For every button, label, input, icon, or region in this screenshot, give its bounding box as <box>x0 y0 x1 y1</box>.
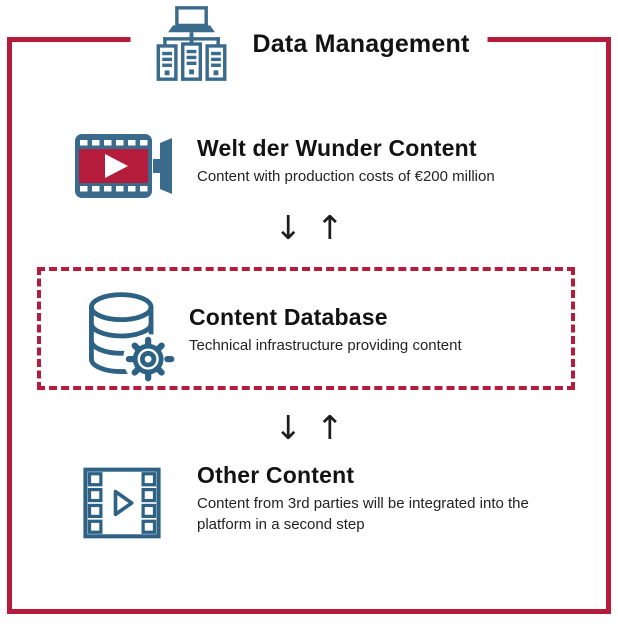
flow-row-welt-der-wunder: Welt der Wunder Content Content with pro… <box>197 134 495 187</box>
film-frame-play-icon <box>83 467 161 539</box>
content-database-highlight-box: Content Database Technical infrastructur… <box>37 267 575 390</box>
video-camera-icon <box>72 131 176 201</box>
row-title: Welt der Wunder Content <box>197 135 477 161</box>
diagram-header: Data Management <box>130 0 488 88</box>
row-title: Other Content <box>197 462 355 488</box>
up-arrow-icon: ↑ <box>316 208 344 247</box>
connector-arrows-bottom: ↓↑ <box>0 408 618 448</box>
flow-row-content-database: Content Database Technical infrastructur… <box>189 303 462 356</box>
connector-arrows-top: ↓↑ <box>0 208 618 248</box>
row-subtitle: Technical infrastructure providing conte… <box>189 337 462 354</box>
row-subtitle: Content from 3rd parties will be integra… <box>197 495 529 533</box>
network-servers-icon <box>149 4 235 84</box>
down-arrow-icon: ↓ <box>274 408 302 447</box>
up-arrow-icon: ↑ <box>316 408 344 447</box>
database-gear-icon <box>77 286 177 386</box>
row-title: Content Database <box>189 304 388 330</box>
page-title: Data Management <box>252 29 470 58</box>
row-subtitle: Content with production costs of €200 mi… <box>197 168 495 185</box>
down-arrow-icon: ↓ <box>274 208 302 247</box>
flow-row-other-content: Other Content Content from 3rd parties w… <box>197 461 549 535</box>
